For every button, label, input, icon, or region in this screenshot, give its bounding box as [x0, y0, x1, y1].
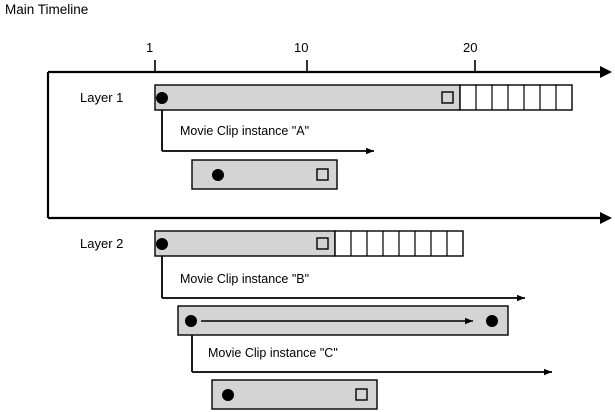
- clip-a-title: Movie Clip instance "A": [180, 124, 310, 138]
- clip-b-graphics: [161, 256, 525, 336]
- layer2-end-frame-square: [316, 237, 329, 250]
- clip-c-graphics: [191, 335, 552, 410]
- clip-c-keyframe-dot: [222, 389, 234, 401]
- layer1-frame-strip[interactable]: [154, 84, 573, 111]
- clip-b-title: Movie Clip instance "B": [180, 272, 310, 286]
- tick-label-1: 1: [146, 40, 154, 55]
- layer-label-layer-1: Layer 1: [80, 90, 124, 105]
- clip-a-graphics: [161, 110, 374, 190]
- layer2-frame-strip[interactable]: [154, 230, 464, 257]
- main-timeline-tick-marks: [154, 60, 476, 72]
- clip-c-title: Movie Clip instance "C": [208, 346, 338, 360]
- layer2-keyframe-dot: [156, 238, 168, 250]
- page-title: Main Timeline: [5, 2, 89, 17]
- layer1-keyframe-dot: [156, 92, 168, 104]
- clip-b-end-keyframe-dot: [486, 315, 498, 327]
- layer1-end-frame-square: [441, 91, 454, 104]
- clip-a-keyframe-dot: [212, 169, 224, 181]
- clip-a-end-frame-square: [316, 168, 329, 181]
- tick-label-20: 20: [463, 40, 478, 55]
- layer-label-layer-2: Layer 2: [80, 236, 124, 251]
- clip-c-end-frame-square: [355, 388, 368, 401]
- tick-label-10: 10: [294, 40, 309, 55]
- clip-b-start-keyframe-dot: [185, 315, 197, 327]
- layer2-axis: [48, 212, 612, 224]
- main-timeline-axis: [46, 66, 612, 218]
